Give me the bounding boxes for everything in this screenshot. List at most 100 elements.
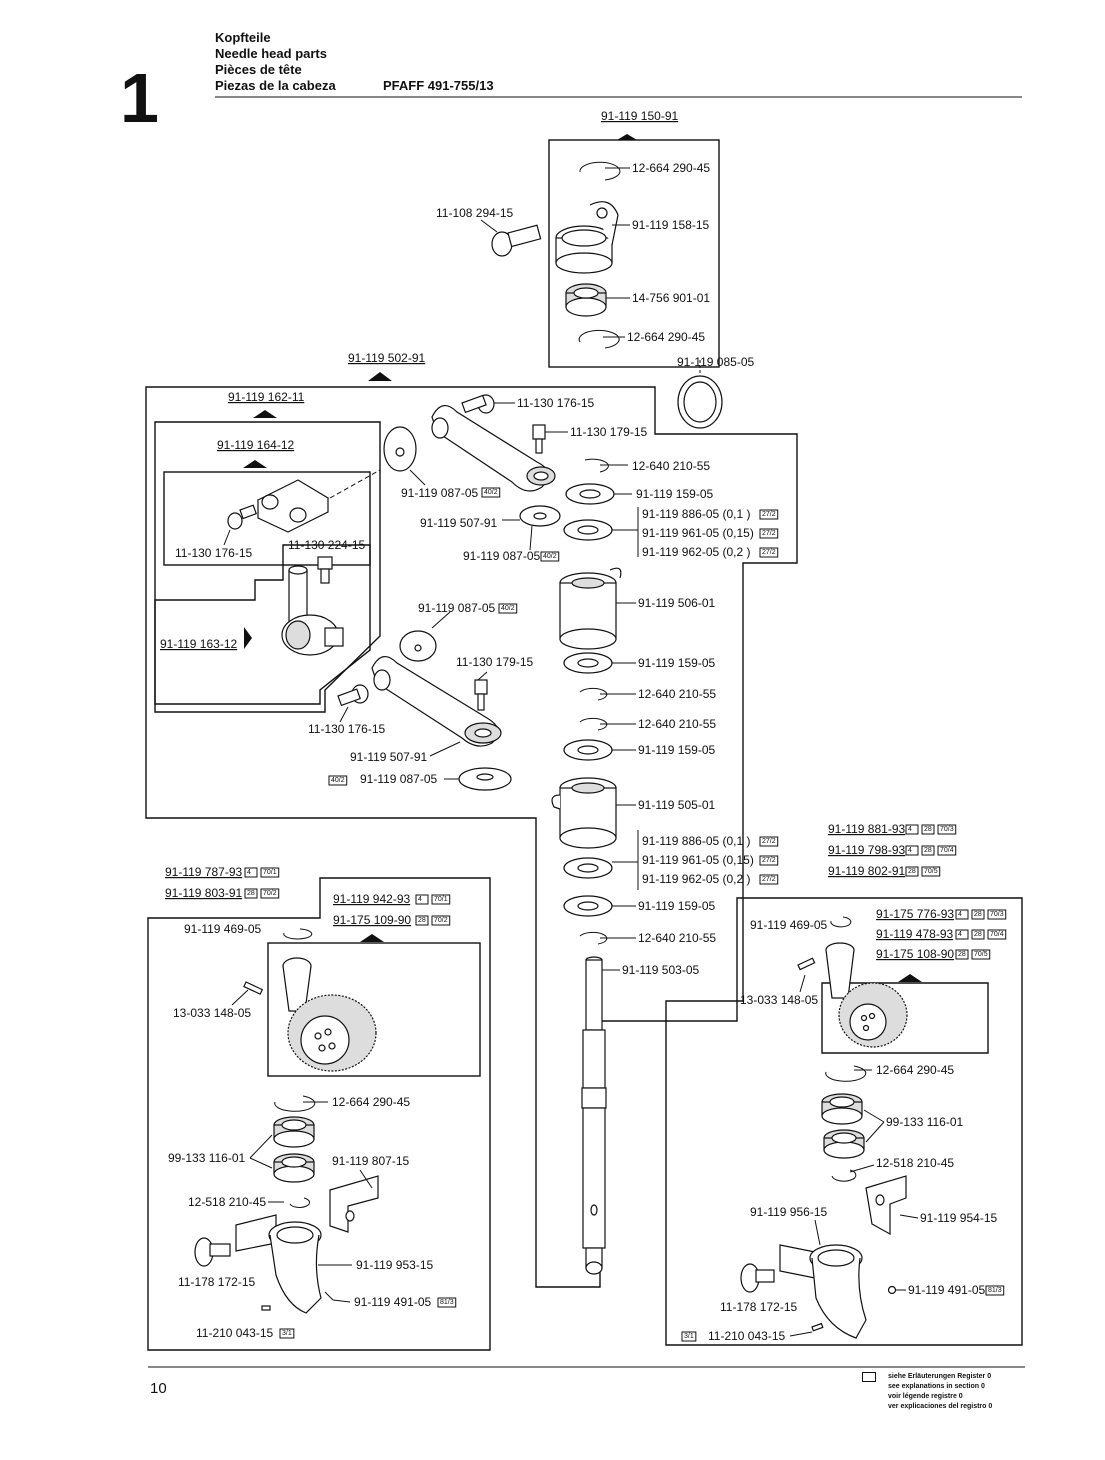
ref-badge-frame — [481, 487, 501, 498]
bearing-part-right-2 — [823, 1129, 865, 1159]
ref-badge-frame — [759, 547, 779, 558]
ref-badge: 27/2 — [762, 549, 776, 556]
part-label: 11-130 224-15 — [288, 538, 366, 552]
ref-badge-frame — [759, 509, 779, 520]
group-box-left-hook — [147, 877, 491, 1351]
ref-badge-frame — [971, 929, 985, 940]
hook-gear-part-left — [282, 957, 377, 1072]
ref-badge-frame — [937, 845, 957, 856]
ref-badge: 70/5 — [974, 951, 988, 958]
reference-boxes: 40/2 40/2 40/2 40/2 27/2 27/2 27/2 27/2 … — [244, 487, 1007, 1342]
needle-bar-crank-part — [281, 565, 344, 656]
part-label: 13-033 148-05 — [740, 993, 818, 1007]
pin-part-left — [243, 981, 264, 995]
lower-bushing-part — [551, 777, 617, 849]
ref-badge: 4 — [958, 931, 962, 938]
snap-ring-part-3 — [579, 717, 608, 731]
part-label: 91-119 886-05 (0,1 ) — [642, 834, 751, 848]
upper-bushing-part — [559, 567, 622, 650]
part-label: 91-119 159-05 — [638, 899, 716, 913]
group-label: 91-119 163-12 — [160, 637, 238, 651]
ref-badge: 70/3 — [940, 826, 954, 833]
ref-badge-frame — [987, 929, 1007, 940]
part-label: 12-664 290-45 — [332, 1095, 410, 1109]
group-arrow-5 — [244, 627, 252, 649]
upper-crank-part — [431, 405, 556, 492]
ref-badge-frame — [971, 949, 991, 960]
legend-en: see explanations in section 0 — [888, 1383, 985, 1390]
part-label: 12-640 210-55 — [638, 687, 716, 701]
group-label: 91-175 776-93 — [876, 907, 954, 921]
part-label: 91-119 491-05 — [908, 1283, 986, 1297]
bearing-housing-part — [555, 201, 619, 274]
title-fr: Pièces de tête — [215, 62, 302, 77]
ring-part-right-2 — [831, 1169, 857, 1182]
legend-es: ver explicaciones del registro 0 — [888, 1403, 993, 1410]
group-label: 91-119 164-12 — [217, 438, 295, 452]
group-arrow-2 — [368, 372, 392, 381]
part-label: 91-119 807-15 — [332, 1154, 410, 1168]
part-label: 12-664 290-45 — [632, 161, 710, 175]
ref-badge: 27/2 — [762, 511, 776, 518]
part-label: 91-119 507-91 — [350, 750, 428, 764]
ref-badge: 40/2 — [331, 777, 345, 784]
ref-badge: 28 — [974, 931, 982, 938]
ref-badge: 40/2 — [501, 605, 515, 612]
part-label: 91-119 087-05 — [463, 549, 541, 563]
ref-badge-frame — [415, 894, 429, 905]
ring-part-left-2 — [289, 1197, 310, 1208]
bracket-part-left — [329, 1175, 379, 1233]
part-label: 99-133 116-01 — [886, 1115, 964, 1129]
ring-part-left — [283, 928, 313, 940]
group-label: 91-119 942-93 — [333, 892, 411, 906]
part-label: 91-119 085-05 — [677, 355, 755, 369]
ref-badge: 3/1 — [282, 1330, 292, 1337]
group-label: 91-119 478-93 — [876, 927, 954, 941]
crank-screw-part — [461, 394, 495, 414]
ref-badge-frame — [681, 1331, 697, 1342]
part-label: 91-119 159-05 — [638, 743, 716, 757]
hook-screw-part-left — [194, 1237, 231, 1267]
hook-body-part-left — [235, 1214, 322, 1314]
part-label: 91-119 505-01 — [638, 798, 716, 812]
ref-badge: 4 — [958, 911, 962, 918]
page-number: 10 — [150, 1380, 167, 1397]
part-label: 91-119 469-05 — [184, 922, 262, 936]
group-box-clamp-block — [163, 471, 371, 566]
ball-bearing-part — [565, 283, 607, 317]
ref-badge-frame — [921, 824, 935, 835]
part-label: 91-119 886-05 (0,1 ) — [642, 507, 751, 521]
part-label: 91-119 087-05 — [360, 772, 438, 786]
ref-badge: 70/1 — [263, 869, 277, 876]
ref-badge: 28 — [247, 890, 255, 897]
group-box-clamp — [154, 421, 381, 713]
legend-fr: voir légende registre 0 — [888, 1393, 963, 1400]
hook-screw-part-right — [740, 1263, 775, 1293]
small-screw-part-right — [811, 1322, 824, 1332]
group-box-crank — [154, 544, 371, 705]
hook-body-part-right — [779, 1244, 867, 1339]
retaining-ring-part-left — [274, 1095, 316, 1112]
part-label: 11-178 172-15 — [178, 1275, 256, 1289]
ref-badge: 70/2 — [263, 890, 277, 897]
legend-box-icon — [862, 1372, 876, 1382]
ref-badge: 70/5 — [924, 868, 938, 875]
bearing-part-left-2 — [273, 1153, 315, 1183]
ref-badge: 70/1 — [434, 896, 448, 903]
ref-badge-frame — [921, 866, 941, 877]
part-label: 91-119 954-15 — [920, 1211, 998, 1225]
ref-badge: 28 — [418, 917, 426, 924]
title-de: Kopfteile — [215, 30, 271, 45]
retaining-ring-part-2 — [578, 329, 620, 349]
small-screw-part-left — [261, 1305, 271, 1311]
ref-badge-frame — [244, 888, 258, 899]
part-label: 91-119 159-05 — [638, 656, 716, 670]
part-label: 11-130 179-15 — [456, 655, 534, 669]
title-en: Needle head parts — [215, 46, 327, 61]
ref-badge-frame — [260, 867, 280, 878]
needle-bar-part — [581, 956, 607, 1275]
snap-ring-part — [584, 458, 609, 473]
ref-badge-frame — [937, 824, 957, 835]
part-label: 12-518 210-45 — [188, 1195, 266, 1209]
